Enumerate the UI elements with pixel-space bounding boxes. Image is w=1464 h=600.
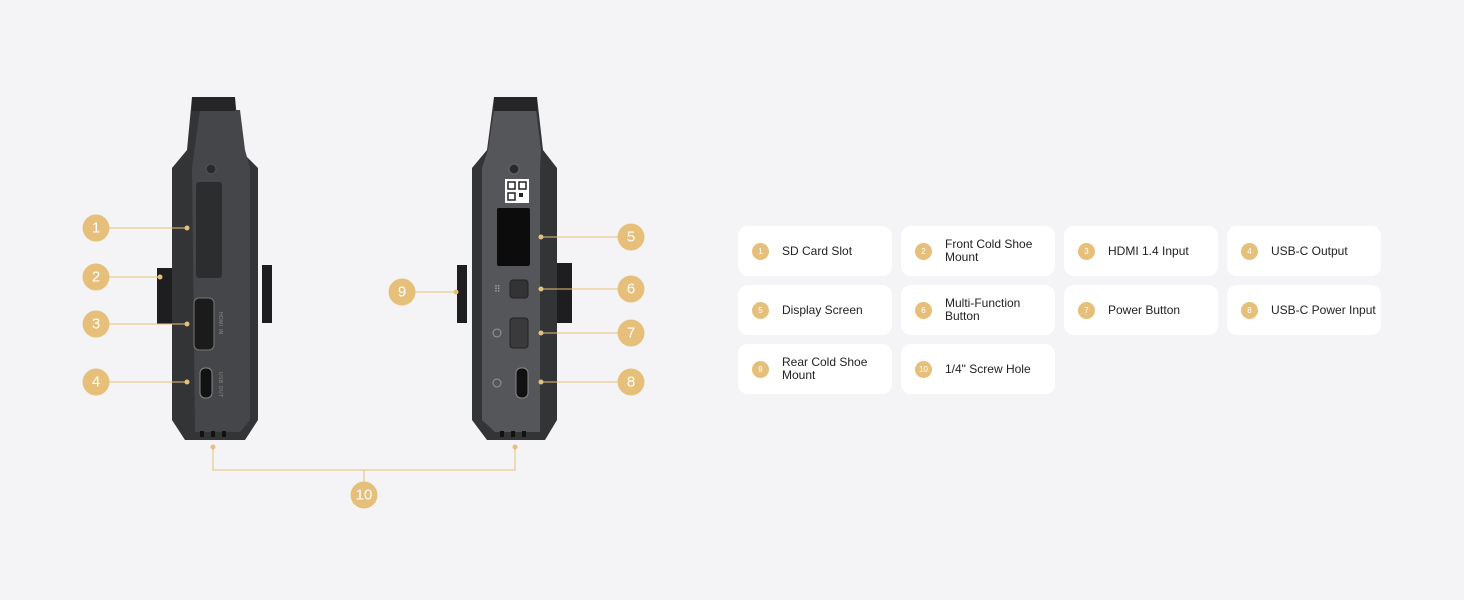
legend-item: 4 USB-C Output <box>1227 226 1381 276</box>
legend-item: 6 Multi-Function Button <box>901 285 1055 335</box>
legend-item: 10 1/4" Screw Hole <box>901 344 1055 394</box>
svg-text:1: 1 <box>92 220 100 237</box>
callout-dots <box>157 225 544 450</box>
legend-label: Rear Cold Shoe Mount <box>782 355 868 382</box>
usb-out-label: USB OUT <box>217 372 223 398</box>
callout-5: 5 <box>617 223 645 251</box>
hdmi-port <box>193 297 215 351</box>
display-screen <box>497 208 530 266</box>
legend-item: 1 SD Card Slot <box>738 226 892 276</box>
legend-item: 2 Front Cold Shoe Mount <box>901 226 1055 276</box>
legend-label: Power Button <box>1108 302 1181 317</box>
legend-label: Front Cold Shoe Mount <box>945 237 1033 264</box>
svg-text:10: 10 <box>356 487 373 504</box>
device-right-side: ⠿ <box>457 97 572 440</box>
svg-text:2: 2 <box>92 269 100 286</box>
legend-item: 5 Display Screen <box>738 285 892 335</box>
legend-number: 4 <box>1241 242 1258 260</box>
legend-item: 9 Rear Cold Shoe Mount <box>738 344 892 394</box>
screw-icon <box>205 163 217 175</box>
svg-text:4: 4 <box>92 374 100 391</box>
legend-label: Display Screen <box>782 302 863 317</box>
usb-c-power-port <box>515 367 529 399</box>
usb-c-output-port <box>199 367 213 399</box>
callout-7: 7 <box>617 319 645 347</box>
svg-text:5: 5 <box>627 229 635 246</box>
device-left-side: HDMI IN USB OUT <box>157 97 272 440</box>
charge-icon <box>492 378 502 388</box>
legend-number: 7 <box>1078 301 1095 319</box>
legend-item: 8 USB-C Power Input <box>1227 285 1381 335</box>
callout-2: 2 <box>82 263 110 291</box>
callout-markers: 1 2 3 4 5 6 7 8 9 10 <box>82 214 645 509</box>
legend-number: 2 <box>915 242 932 260</box>
rear-cold-shoe <box>457 265 467 323</box>
svg-text:8: 8 <box>627 374 635 391</box>
front-cold-shoe <box>157 268 173 324</box>
legend-item: 7 Power Button <box>1064 285 1218 335</box>
power-icon <box>492 328 502 338</box>
side-shoe-left <box>262 265 272 323</box>
legend-label: Multi-Function Button <box>945 296 1021 323</box>
callout-1: 1 <box>82 214 110 242</box>
callout-6: 6 <box>617 275 645 303</box>
legend-number: 3 <box>1078 242 1095 260</box>
svg-text:6: 6 <box>627 281 635 298</box>
callout-8: 8 <box>617 368 645 396</box>
legend-number: 1 <box>752 242 769 260</box>
hdmi-in-label: HDMI IN <box>217 312 223 335</box>
callout-10: 10 <box>350 481 378 509</box>
qr-code <box>505 179 529 203</box>
power-button <box>509 317 529 349</box>
legend-number: 9 <box>752 360 769 378</box>
multi-function-button <box>509 279 529 299</box>
legend-number: 5 <box>752 301 769 319</box>
svg-text:3: 3 <box>92 316 100 333</box>
legend-number: 6 <box>915 301 932 319</box>
callout-lines <box>96 227 631 495</box>
legend-label: 1/4" Screw Hole <box>945 361 1031 376</box>
menu-grid-icon: ⠿ <box>494 284 501 294</box>
callout-4: 4 <box>82 368 110 396</box>
legend-label: HDMI 1.4 Input <box>1108 243 1189 258</box>
sd-card-slot-cover <box>196 182 222 278</box>
legend-label: USB-C Power Input <box>1271 302 1376 317</box>
legend-label: USB-C Output <box>1271 243 1348 258</box>
legend-number: 8 <box>1241 301 1258 319</box>
callout-9: 9 <box>388 278 416 306</box>
svg-text:9: 9 <box>398 284 406 301</box>
callout-3: 3 <box>82 310 110 338</box>
legend-label: SD Card Slot <box>782 243 853 258</box>
svg-text:7: 7 <box>627 325 635 342</box>
legend-item: 3 HDMI 1.4 Input <box>1064 226 1218 276</box>
legend-number: 10 <box>915 360 932 378</box>
